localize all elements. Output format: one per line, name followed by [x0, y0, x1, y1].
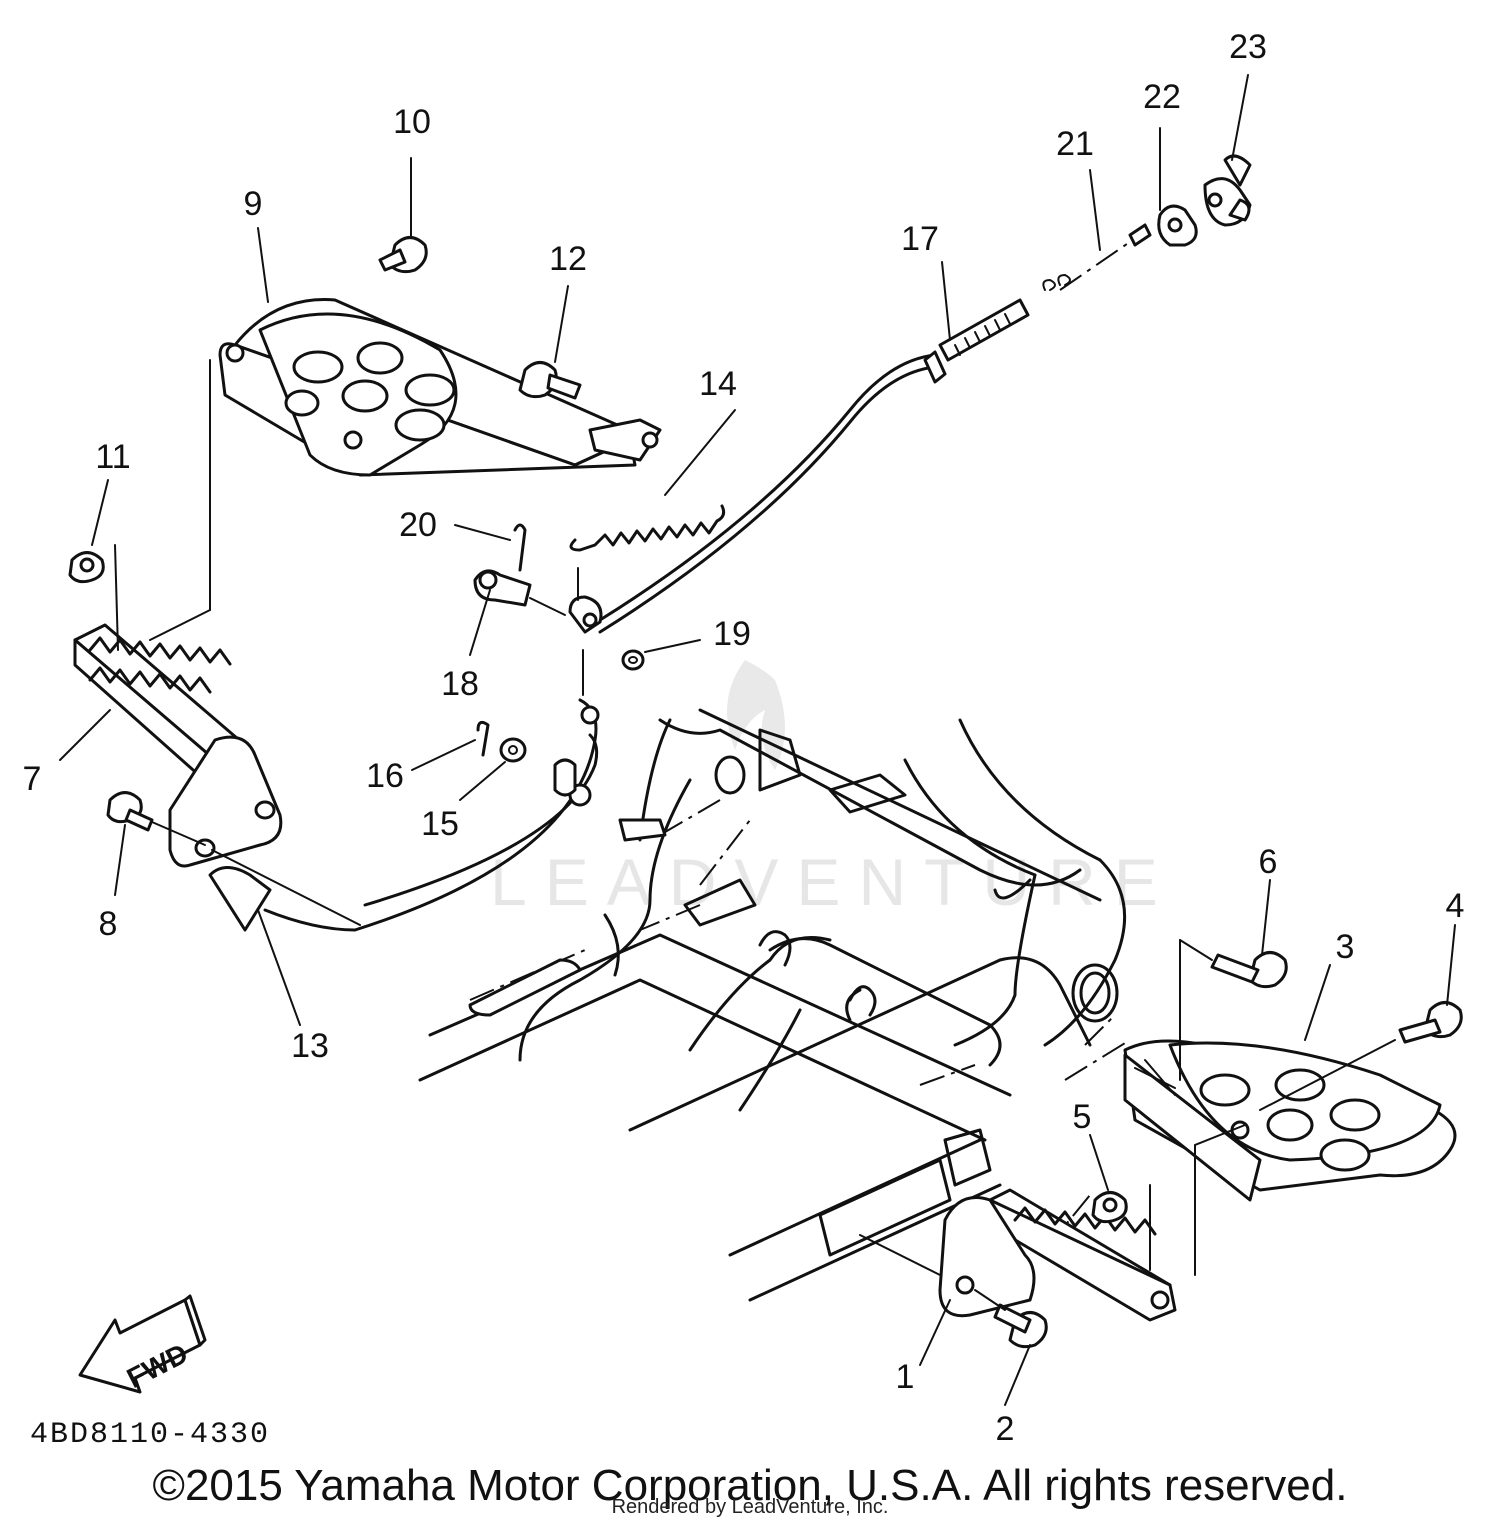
callout-10: 10: [393, 103, 431, 141]
left-footrest: [73, 623, 283, 868]
leader-lines: [59, 74, 1456, 1406]
watermark-logo-icon: [727, 660, 785, 770]
callout-labels: 1 2 3 4 5 6 7 8 9 10 11 12 13 14 15 16 1…: [23, 28, 1465, 1448]
return-spring: [569, 504, 726, 552]
callout-21: 21: [1056, 125, 1094, 163]
callout-2: 2: [996, 1410, 1015, 1448]
callout-22: 22: [1143, 78, 1181, 116]
watermark-text: LEADVENTURE: [490, 845, 1176, 919]
hardware: [68, 236, 1463, 1349]
left-footboard: [218, 298, 662, 477]
callout-7: 7: [23, 760, 42, 798]
callout-13: 13: [291, 1027, 329, 1065]
brake-rod: [208, 698, 667, 1017]
right-footrest: [938, 1188, 1177, 1322]
drawing-code: 4BD8110-4330: [30, 1418, 270, 1452]
callout-19: 19: [713, 615, 751, 653]
callout-20: 20: [399, 506, 437, 544]
callout-14: 14: [699, 365, 737, 403]
callout-15: 15: [421, 805, 459, 843]
rendered-by-credit: Rendered by LeadVenture, Inc.: [611, 1496, 889, 1518]
brake-cable: [568, 298, 1030, 634]
callout-17: 17: [901, 220, 939, 258]
right-footboard: [1123, 1039, 1457, 1202]
callout-9: 9: [244, 185, 263, 223]
fwd-arrow: FWD: [78, 1294, 207, 1394]
copyright-notice: ©2015 Yamaha Motor Corporation, U.S.A. A…: [152, 1461, 1348, 1510]
callout-12: 12: [549, 240, 587, 278]
callout-1: 1: [896, 1358, 915, 1396]
cable-end-parts: [1042, 154, 1252, 291]
callout-11: 11: [95, 438, 130, 476]
frame: [418, 708, 1127, 1302]
callout-8: 8: [99, 905, 118, 943]
callout-3: 3: [1336, 928, 1355, 966]
callout-5: 5: [1073, 1098, 1092, 1136]
callout-16: 16: [366, 757, 404, 795]
callout-4: 4: [1446, 887, 1465, 925]
callout-18: 18: [441, 665, 479, 703]
callout-23: 23: [1229, 28, 1267, 66]
callout-6: 6: [1259, 843, 1278, 881]
